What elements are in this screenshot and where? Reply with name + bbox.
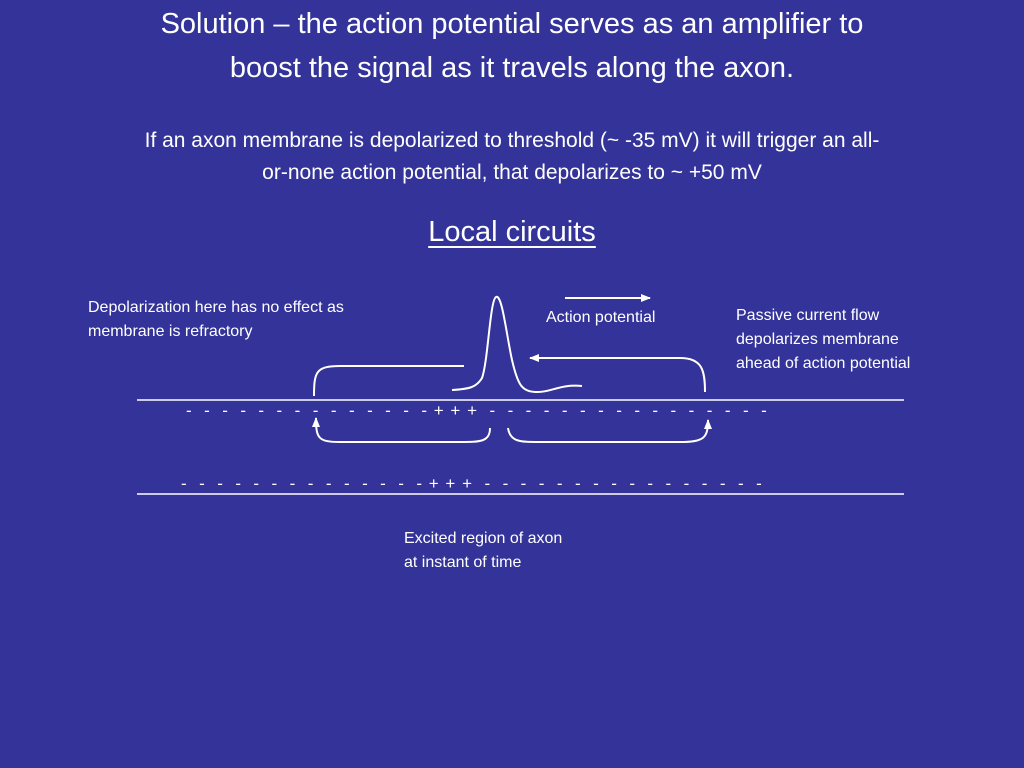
- slide-title-line-1: Solution – the action potential serves a…: [160, 8, 864, 40]
- excited-region-label: Excited region of axon at instant of tim…: [404, 527, 562, 575]
- lower-current-loop-left: [312, 417, 491, 443]
- passive-current-arrow: [529, 354, 706, 393]
- refractory-label: Depolarization here has no effect as mem…: [88, 296, 344, 344]
- passive-current-label: Passive current flow depolarizes membran…: [736, 304, 910, 376]
- slide-subtitle: If an axon membrane is depolarized to th…: [40, 125, 984, 189]
- action-potential-waveform: [451, 295, 583, 394]
- refractory-label-line-2: membrane is refractory: [88, 323, 253, 340]
- slide-title-line-2: boost the signal as it travels along the…: [229, 52, 795, 84]
- lower-current-loop-right: [507, 419, 712, 443]
- action-potential-label: Action potential: [546, 306, 655, 330]
- excited-region-label-line-1: Excited region of axon: [404, 530, 563, 547]
- excited-region-label-line-2: at instant of time: [404, 554, 522, 571]
- refractory-current-loop-top: [313, 365, 464, 397]
- refractory-label-line-1: Depolarization here has no effect as: [88, 299, 344, 316]
- slide-title: Solution – the action potential serves a…: [40, 2, 984, 90]
- upper-membrane-charges: - - - - - - - - - - - - - - + + + - - - …: [186, 401, 768, 420]
- slide-subtitle-line-2: or-none action potential, that depolariz…: [262, 161, 762, 184]
- passive-current-label-line-2: depolarizes membrane: [736, 331, 899, 348]
- action-potential-label-text: Action potential: [546, 309, 656, 326]
- slide-subtitle-line-1: If an axon membrane is depolarized to th…: [144, 129, 880, 152]
- passive-current-label-line-1: Passive current flow: [736, 307, 880, 324]
- lower-membrane-charges: - - - - - - - - - - - - - - + + + - - - …: [181, 474, 763, 493]
- section-heading: Local circuits: [428, 216, 596, 248]
- passive-current-label-line-3: ahead of action potential: [736, 355, 911, 372]
